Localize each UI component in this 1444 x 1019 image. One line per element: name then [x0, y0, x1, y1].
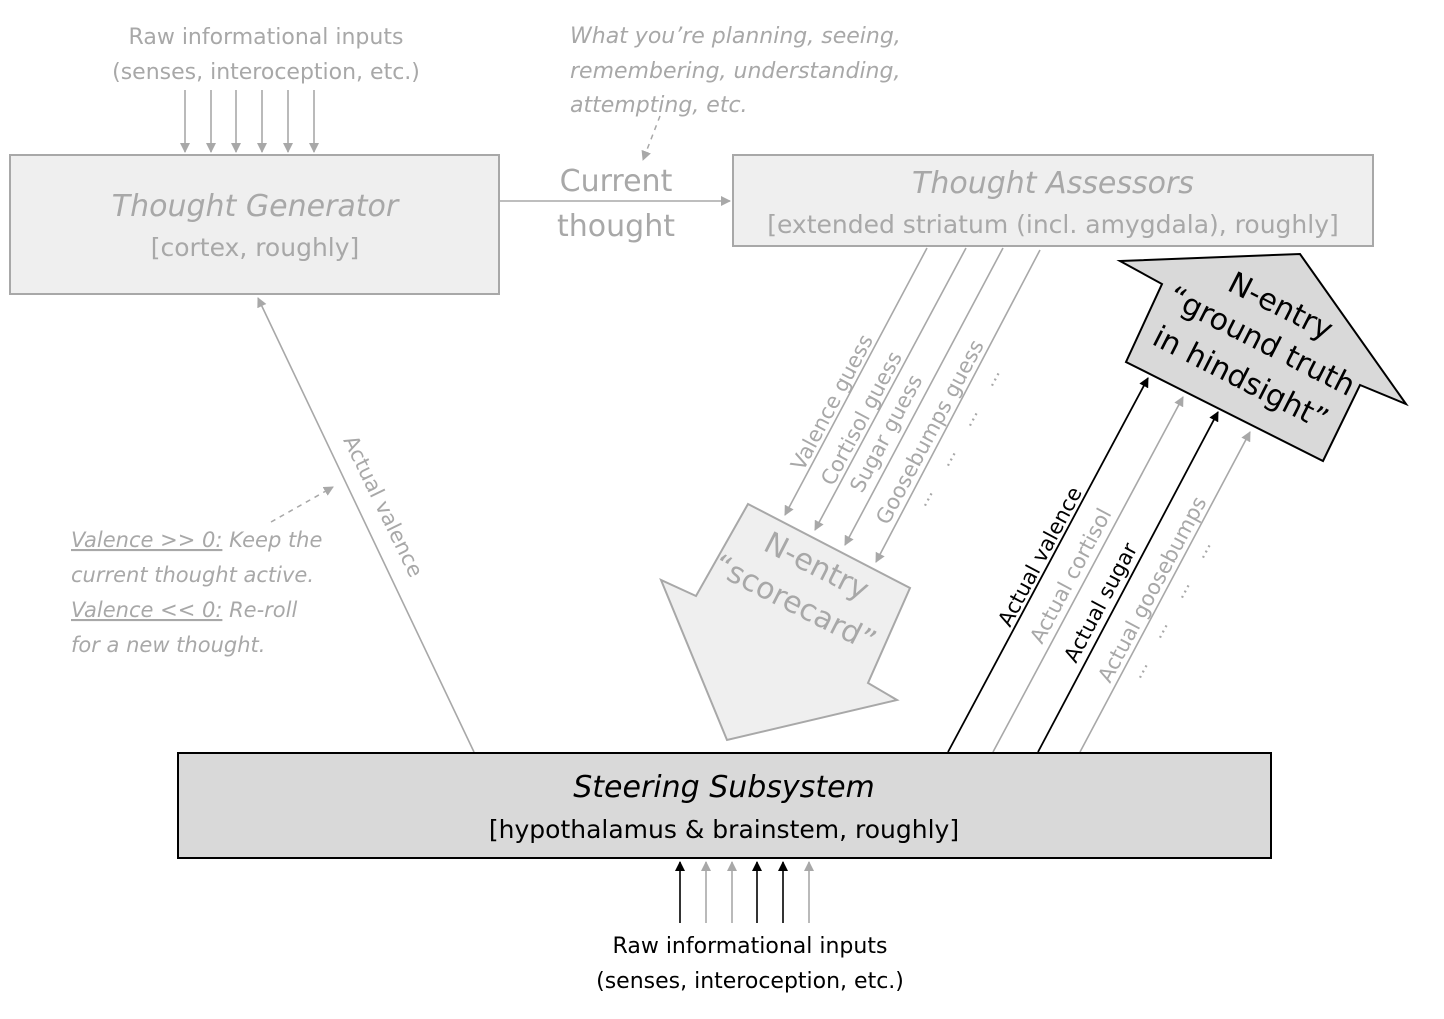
bottom-input-arrows [675, 861, 814, 923]
actual-arrows [947, 377, 1251, 753]
guess-ellipsis: … [978, 365, 1005, 391]
guess-arrows [784, 247, 1041, 563]
valence-negative-text: Re-roll [222, 598, 297, 622]
actual-arrow [1037, 411, 1219, 753]
guess-ellipsis: … [956, 405, 983, 431]
guess-ellipsis: … [934, 445, 961, 471]
actual-ellipsis: … [1126, 657, 1153, 683]
note-line2: remembering, understanding, [570, 59, 900, 84]
valence-negative-label: Valence << 0: [71, 598, 222, 622]
steering-subsystem-subtitle: [hypothalamus & brainstem, roughly] [489, 815, 959, 844]
top-inputs-line1: Raw informational inputs [129, 25, 404, 50]
note-line1: What you’re planning, seeing, [570, 24, 901, 49]
top-input-arrows [180, 90, 319, 153]
bottom-inputs-line1: Raw informational inputs [613, 934, 888, 959]
actual-arrow [947, 377, 1149, 753]
guess-arrow [875, 249, 1041, 563]
guess-arrow [814, 247, 967, 531]
guess-arrow [784, 247, 928, 516]
actual-valence-feedback: Actual valence [257, 297, 475, 753]
thought-generator-box: Thought Generator [cortex, roughly] [9, 154, 500, 295]
guess-labels: Valence guess Cortisol guess Sugar guess… [786, 330, 1005, 528]
actual-valence-feedback-label: Actual valence [339, 432, 428, 581]
thought-generator-subtitle: [cortex, roughly] [151, 233, 360, 262]
thought-assessors-box: Thought Assessors [extended striatum (in… [732, 154, 1374, 247]
valence-positive-label: Valence >> 0: [71, 528, 222, 552]
valence-note-line2: current thought active. [71, 563, 314, 587]
thought-assessors-title: Thought Assessors [912, 166, 1194, 201]
current-thought-line1: Current [560, 164, 673, 199]
ground-truth-arrow: N-entry “ground truth in hindsight” [1116, 252, 1409, 463]
current-thought-line2: thought [557, 209, 675, 244]
steering-subsystem-box: Steering Subsystem [hypothalamus & brain… [177, 752, 1272, 859]
actual-arrow [992, 396, 1184, 753]
bottom-inputs-line2: (senses, interoception, etc.) [596, 969, 904, 994]
actual-valence-feedback-arrow [257, 297, 475, 753]
current-thought-connector: Current thought [499, 164, 731, 244]
actual-labels: Actual valence Actual cortisol Actual su… [993, 483, 1216, 687]
valence-note-line3: Valence << 0: Re-roll [71, 598, 297, 622]
valence-note-line1: Valence >> 0: Keep the [71, 528, 322, 552]
bottom-raw-inputs: Raw informational inputs (senses, intero… [596, 861, 904, 994]
current-thought-note: What you’re planning, seeing, rememberin… [570, 24, 901, 161]
valence-note-line4: for a new thought. [71, 633, 265, 657]
note-line3: attempting, etc. [570, 93, 748, 118]
valence-note-dashed-arrow [270, 486, 334, 523]
actual-arrow [1079, 431, 1251, 753]
valence-note: Valence >> 0: Keep the current thought a… [71, 528, 322, 657]
thought-generator-title: Thought Generator [112, 189, 400, 224]
top-inputs-line2: (senses, interoception, etc.) [112, 60, 420, 85]
top-raw-inputs: Raw informational inputs (senses, intero… [112, 25, 420, 153]
steering-subsystem-title: Steering Subsystem [573, 770, 875, 805]
note-dashed-arrow [641, 115, 661, 161]
guess-arrow [844, 247, 1004, 546]
valence-positive-text: Keep the [222, 528, 322, 552]
thought-assessors-subtitle: [extended striatum (incl. amygdala), rou… [767, 210, 1339, 239]
scorecard-arrow: N-entry “scorecard” [659, 502, 912, 742]
